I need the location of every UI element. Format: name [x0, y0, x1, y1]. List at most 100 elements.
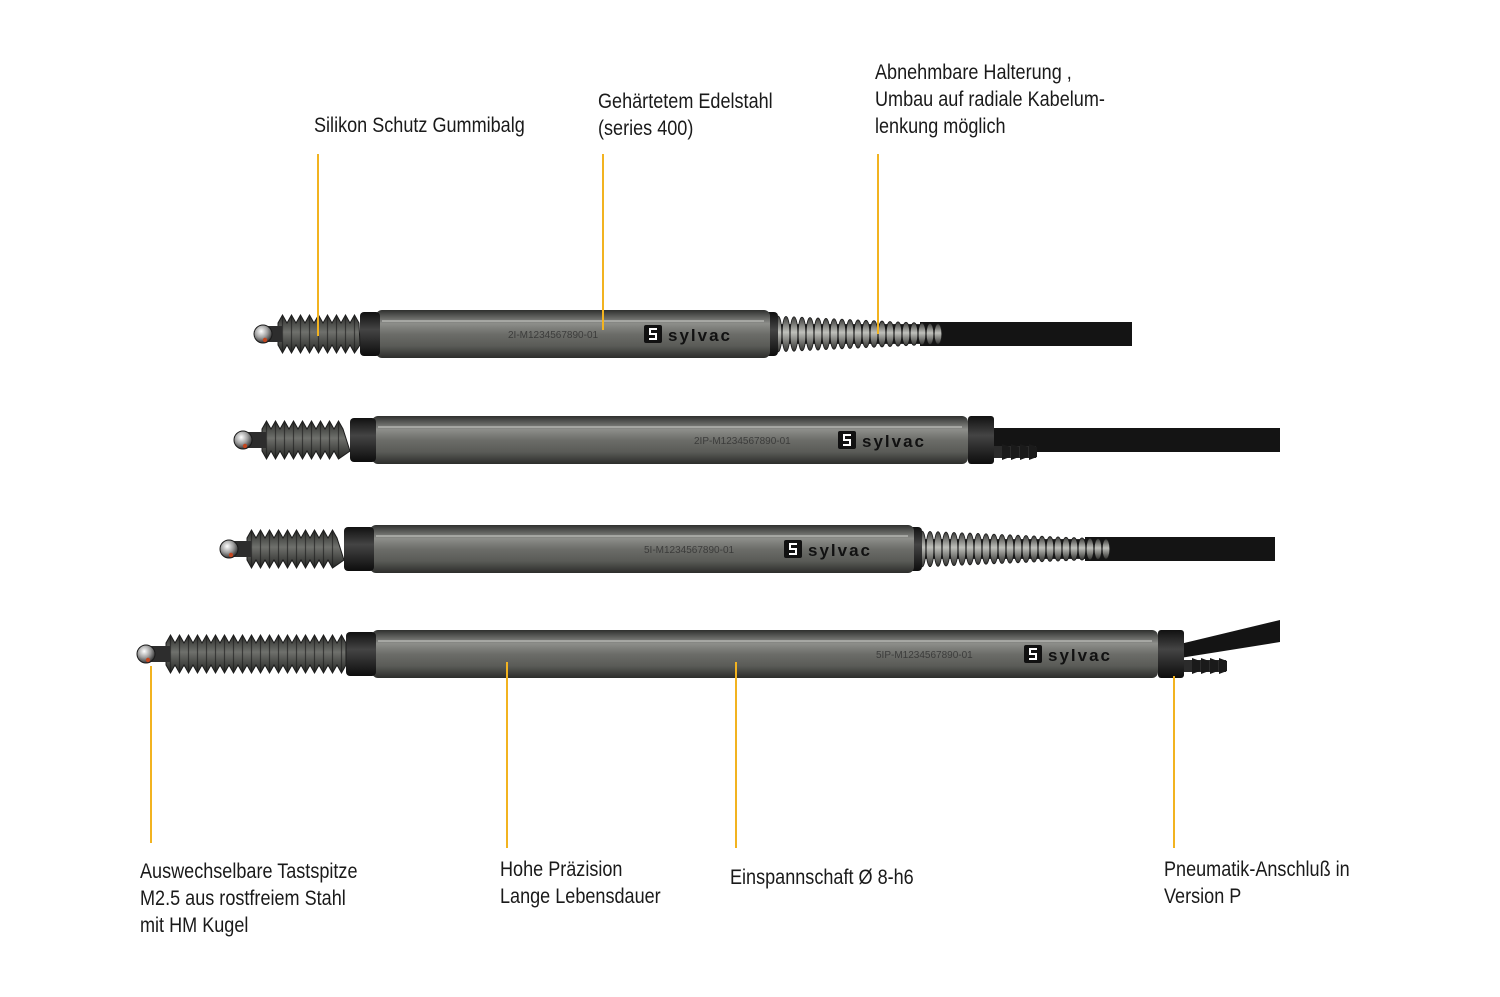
- spring-coil: [989, 533, 999, 565]
- callout-mount: Abnehmbare Halterung , Umbau auf radiale…: [875, 59, 1105, 140]
- probe-2: 2IP-M1234567890-01 sylvac: [233, 416, 1280, 464]
- callout-bellows-line-1: Silikon Schutz Gummibalg: [314, 114, 525, 137]
- spring-coil: [797, 316, 807, 352]
- spring-coil: [925, 323, 935, 345]
- nipple-barb: [1219, 658, 1227, 674]
- spring-coil: [1053, 536, 1063, 562]
- spring-coil: [805, 317, 815, 351]
- callout-tip-line-2: M2.5 aus rostfreiem Stahl: [140, 887, 346, 910]
- spring-coil: [869, 320, 879, 348]
- nipple-barb: [1201, 658, 1209, 674]
- callout-tip-line-1: Auswechselbare Tastspitze: [140, 860, 358, 883]
- probe-tip-icon: [219, 539, 239, 559]
- callout-precision-line-1: Hohe Präzision: [500, 858, 623, 881]
- spring-coil: [1101, 538, 1111, 560]
- spring-coil: [1085, 537, 1095, 561]
- probe-1: 2I-M1234567890-01 sylvac: [253, 310, 1132, 358]
- callout-precision: Hohe Präzision Lange Lebensdauer: [500, 856, 661, 910]
- bellows-icon: [165, 633, 347, 675]
- probe-1-brand: sylvac: [668, 326, 732, 345]
- spring-coil: [1061, 536, 1071, 562]
- spring-coil: [861, 319, 871, 349]
- cable-icon: [1180, 620, 1280, 658]
- probe-2-serial: 2IP-M1234567890-01: [694, 436, 791, 447]
- spring-coil: [909, 322, 919, 346]
- spring-coil: [885, 321, 895, 347]
- spring-coil: [1037, 535, 1047, 563]
- callout-steel-line-2: (series 400): [598, 117, 694, 140]
- nipple-barb: [1011, 444, 1019, 460]
- cable-icon: [990, 428, 1280, 452]
- callout-bellows: Silikon Schutz Gummibalg: [314, 112, 525, 139]
- spring-coil: [829, 318, 839, 350]
- callout-pneumatic-line-2: Version P: [1164, 885, 1242, 908]
- tip-ball-highlight: [242, 443, 248, 449]
- spring-coil: [853, 319, 863, 349]
- bellows-icon: [246, 528, 345, 570]
- spring-coil: [1077, 537, 1087, 561]
- callout-pneumatic: Pneumatik-Anschluß in Version P: [1164, 856, 1350, 910]
- spring-coil: [845, 319, 855, 349]
- probe-4-serial: 5IP-M1234567890-01: [876, 650, 973, 661]
- spring-coil: [997, 534, 1007, 564]
- callout-shank: Einspannschaft Ø 8-h6: [730, 864, 914, 891]
- spring-coil: [957, 532, 967, 566]
- callout-shank-line-1: Einspannschaft Ø 8-h6: [730, 866, 914, 889]
- spring-coil: [1029, 535, 1039, 563]
- tip-ball-highlight: [145, 657, 151, 663]
- spring-coil: [981, 533, 991, 565]
- rear-cap: [968, 416, 994, 464]
- spring-coil: [1045, 536, 1055, 562]
- callout-steel-line-1: Gehärtetem Edelstahl: [598, 90, 773, 113]
- probe-4-brand: sylvac: [1048, 646, 1112, 665]
- callout-steel: Gehärtetem Edelstahl (series 400): [598, 88, 773, 142]
- callout-mount-line-2: Umbau auf radiale Kabelum-: [875, 88, 1105, 111]
- spring-coil: [1069, 537, 1079, 561]
- callout-tip: Auswechselbare Tastspitze M2.5 aus rostf…: [140, 858, 358, 939]
- spring-coil: [973, 533, 983, 565]
- callout-tip-line-3: mit HM Kugel: [140, 914, 249, 937]
- nipple-barb: [1029, 444, 1037, 460]
- probe-tip-icon: [253, 324, 273, 344]
- tip-ball-highlight: [262, 337, 268, 343]
- callout-mount-line-1: Abnehmbare Halterung ,: [875, 61, 1072, 84]
- callout-pneumatic-line-1: Pneumatik-Anschluß in: [1164, 858, 1350, 881]
- logo-s-mark: [843, 434, 851, 446]
- spring-coil: [1021, 535, 1031, 563]
- logo-s-mark: [1029, 648, 1037, 660]
- nipple-barb: [1210, 658, 1218, 674]
- nipple-barb: [1192, 658, 1200, 674]
- spring-coil: [813, 317, 823, 351]
- spring-coil: [789, 316, 799, 352]
- front-collar: [360, 312, 380, 356]
- probe-3-serial: 5I-M1234567890-01: [644, 545, 735, 556]
- rear-cap: [1158, 630, 1184, 678]
- cable-icon: [1085, 537, 1275, 561]
- spring-coil: [821, 317, 831, 351]
- nipple-barb: [1002, 444, 1010, 460]
- cable-icon: [920, 322, 1132, 346]
- sylvac-logo-icon: [1024, 645, 1042, 663]
- front-collar: [346, 632, 376, 676]
- probe-tip-icon: [136, 644, 156, 664]
- sylvac-logo-icon: [784, 540, 802, 558]
- spring-coil: [1093, 538, 1103, 560]
- spring-coil: [893, 321, 903, 347]
- callout-mount-line-3: lenkung möglich: [875, 115, 1006, 138]
- callout-precision-line-2: Lange Lebensdauer: [500, 885, 661, 908]
- probe-1-serial: 2I-M1234567890-01: [508, 330, 599, 341]
- spring-coil: [877, 320, 887, 348]
- spring-coil: [781, 315, 791, 353]
- sylvac-logo-icon: [644, 325, 662, 343]
- front-collar: [350, 418, 376, 462]
- logo-s-mark: [789, 543, 797, 555]
- spring-coil: [901, 321, 911, 347]
- probe-2-brand: sylvac: [862, 432, 926, 451]
- front-collar: [344, 527, 374, 571]
- tip-ball-highlight: [228, 552, 234, 558]
- probe-tip-icon: [233, 430, 253, 450]
- spring-coil: [837, 318, 847, 350]
- spring-coil: [965, 532, 975, 566]
